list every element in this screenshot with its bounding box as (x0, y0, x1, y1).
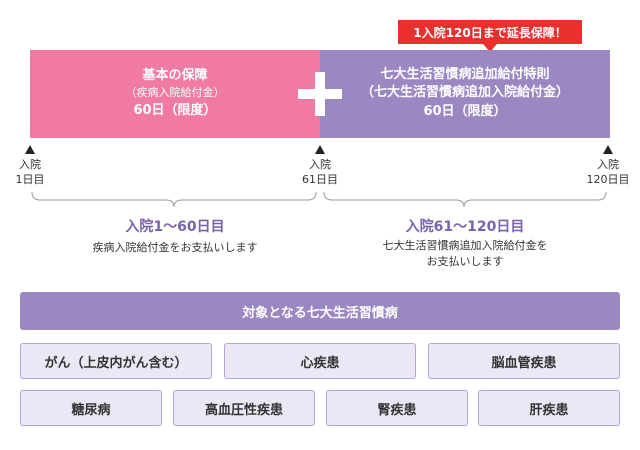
basic-coverage-title: 基本の保障 (142, 68, 208, 83)
marker-triangle-icon (25, 145, 35, 154)
special-coverage-title: 七大生活習慣病追加給付特則 (380, 67, 550, 82)
marker-label-line: 120日目 (586, 173, 630, 186)
period-2-desc-line: お支払いします (426, 255, 504, 268)
marker-triangle-icon (315, 145, 325, 154)
special-coverage-subtitle: （七大生活習慣病追加入院給付金） (360, 85, 569, 100)
period-1-desc: 疾病入院給付金をお支払いします (92, 241, 258, 254)
callout-pointer (483, 44, 497, 52)
marker-label-line: 61日目 (302, 173, 338, 186)
marker-label-line: 入院 (309, 158, 331, 171)
disease-cerebrovascular: 脳血管疾患 (428, 343, 620, 379)
period-2-desc: 七大生活習慣病追加入院給付金を お支払いします (340, 238, 590, 270)
marker-day-61: 入院 61日目 (290, 157, 350, 187)
disease-liver: 肝疾患 (478, 390, 620, 426)
basic-coverage-bar: 基本の保障 （疾病入院給付金） 60日（限度） (30, 50, 320, 138)
marker-label-line: 入院 (597, 158, 619, 171)
diseases-header: 対象となる七大生活習慣病 (20, 292, 620, 330)
special-coverage-bar: 七大生活習慣病追加給付特則 （七大生活習慣病追加入院給付金） 60日（限度） (320, 50, 610, 138)
marker-label-line: 1日目 (15, 173, 45, 186)
period-2-title: 入院61～120日目 (405, 219, 525, 235)
extension-callout: 1入院120日まで延長保障！ (398, 20, 582, 44)
brace-period-2 (323, 191, 607, 208)
plus-icon-vertical (315, 72, 325, 116)
period-1-title: 入院1～60日目 (125, 219, 225, 235)
disease-diabetes: 糖尿病 (20, 390, 162, 426)
period-2-desc-line: 七大生活習慣病追加入院給付金を (382, 239, 548, 252)
disease-hypertension: 高血圧性疾患 (173, 390, 315, 426)
basic-coverage-subtitle: （疾病入院給付金） (125, 86, 225, 99)
marker-label-line: 入院 (19, 158, 41, 171)
special-coverage-limit: 60日（限度） (423, 104, 507, 119)
marker-day-1: 入院 1日目 (0, 157, 60, 187)
basic-coverage-limit: 60日（限度） (133, 103, 217, 118)
marker-day-120: 入院 120日目 (578, 157, 638, 187)
brace-period-1 (31, 191, 317, 208)
disease-kidney: 腎疾患 (326, 390, 468, 426)
disease-heart: 心疾患 (224, 343, 416, 379)
marker-triangle-icon (603, 145, 613, 154)
disease-cancer: がん（上皮内がん含む） (20, 343, 212, 379)
